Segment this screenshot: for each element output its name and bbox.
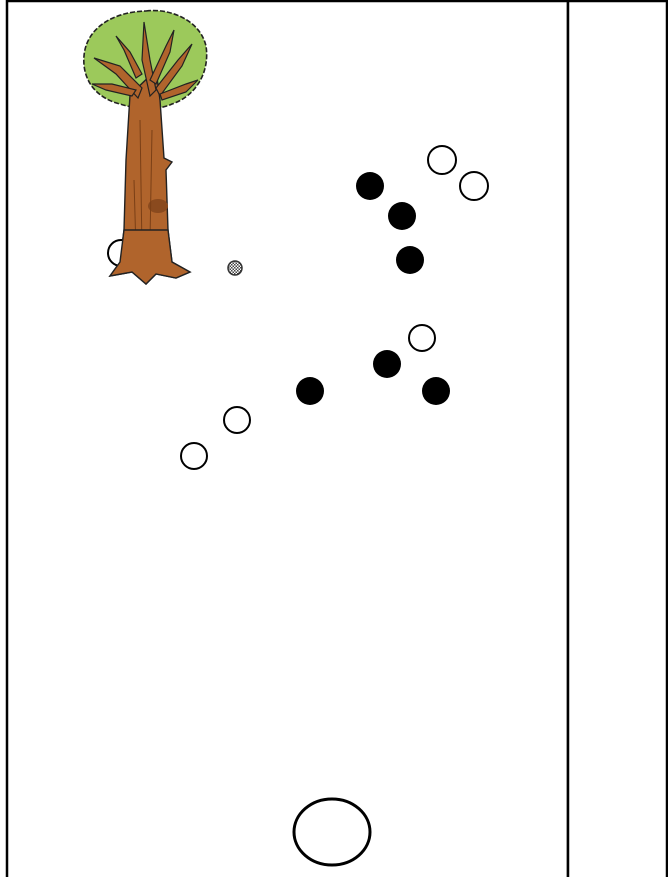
black-piece[interactable]: [422, 377, 450, 405]
play-field-border: [7, 1, 568, 877]
white-piece[interactable]: [460, 172, 488, 200]
black-piece[interactable]: [373, 350, 401, 378]
target-ring-icon[interactable]: [294, 799, 370, 865]
black-piece[interactable]: [388, 202, 416, 230]
white-piece[interactable]: [428, 146, 456, 174]
side-panel: [568, 1, 667, 877]
tree-trunk-base: [110, 230, 190, 284]
ball-icon[interactable]: [228, 261, 242, 275]
white-piece[interactable]: [224, 407, 250, 433]
black-piece[interactable]: [296, 377, 324, 405]
black-piece[interactable]: [396, 246, 424, 274]
black-piece[interactable]: [356, 172, 384, 200]
white-piece[interactable]: [409, 325, 435, 351]
white-piece[interactable]: [181, 443, 207, 469]
